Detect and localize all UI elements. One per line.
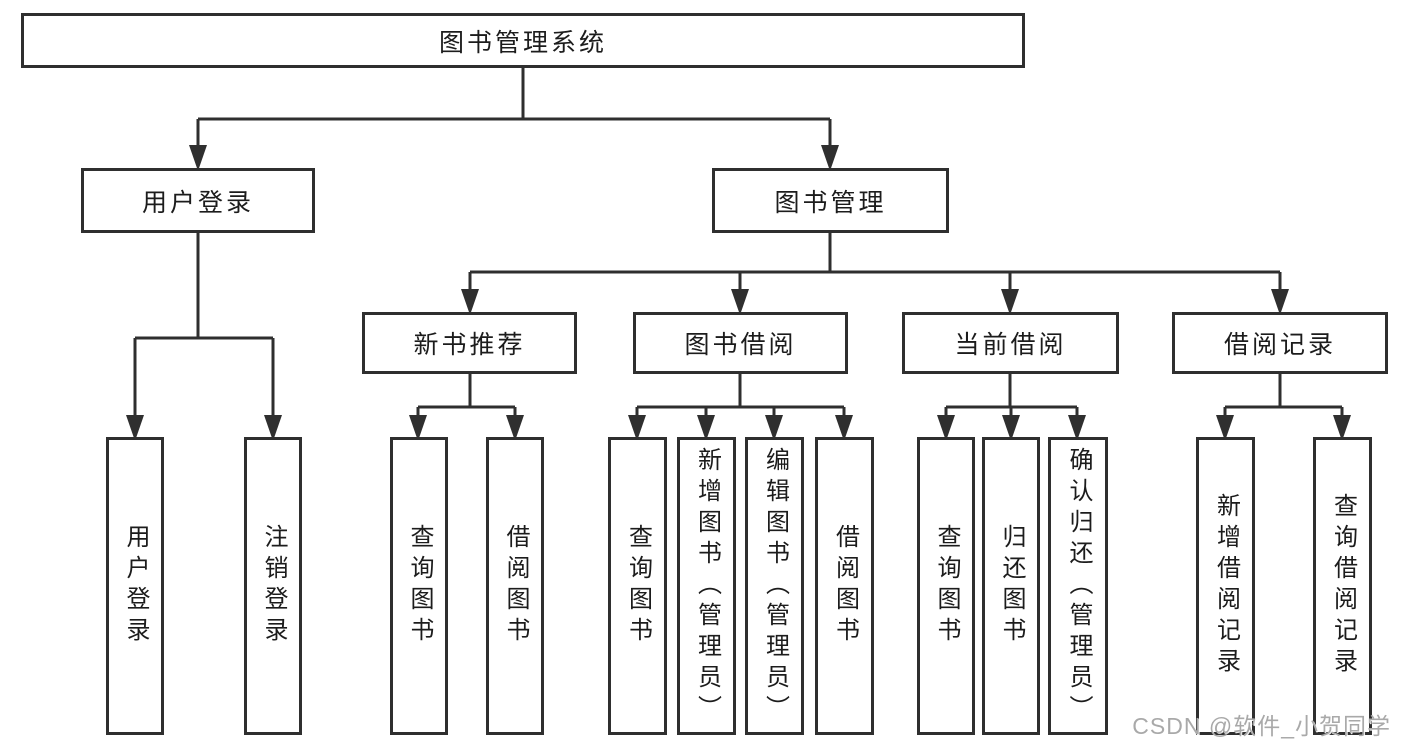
leaf-recommend-query-book-label: 查询图书 xyxy=(406,524,433,648)
tree-edges xyxy=(133,68,1344,418)
leaf-logout-login-label: 注销登录 xyxy=(260,524,287,648)
leaf-recommend-query-book: 查询图书 xyxy=(390,437,448,735)
node-current-borrow: 当前借阅 xyxy=(902,312,1119,374)
leaf-logout-login: 注销登录 xyxy=(244,437,302,735)
leaf-return-book-label: 归还图书 xyxy=(998,524,1025,648)
leaf-add-book-admin-label: 新增图书（管理员） xyxy=(693,446,721,726)
leaf-current-query-book-label: 查询图书 xyxy=(933,524,960,648)
leaf-add-borrow-record-label: 新增借阅记录 xyxy=(1212,493,1240,679)
leaf-borrow-book: 借阅图书 xyxy=(815,437,874,735)
node-book-borrow: 图书借阅 xyxy=(633,312,848,374)
leaf-recommend-borrow-book-label: 借阅图书 xyxy=(502,524,529,648)
leaf-query-borrow-record: 查询借阅记录 xyxy=(1313,437,1372,735)
leaf-query-borrow-record-label: 查询借阅记录 xyxy=(1329,493,1357,679)
leaf-return-book: 归还图书 xyxy=(982,437,1040,735)
node-new-book-recommend: 新书推荐 xyxy=(362,312,577,374)
leaf-add-borrow-record: 新增借阅记录 xyxy=(1196,437,1255,735)
leaf-confirm-return-admin-label: 确认归还（管理员） xyxy=(1065,446,1092,726)
node-root: 图书管理系统 xyxy=(21,13,1025,68)
leaf-edit-book-admin-label: 编辑图书（管理员） xyxy=(761,446,789,726)
leaf-edit-book-admin: 编辑图书（管理员） xyxy=(745,437,804,735)
leaf-borrow-book-label: 借阅图书 xyxy=(831,524,859,648)
leaf-borrow-query-book-label: 查询图书 xyxy=(624,524,652,648)
node-book-management: 图书管理 xyxy=(712,168,949,233)
leaf-recommend-borrow-book: 借阅图书 xyxy=(486,437,544,735)
node-borrow-records: 借阅记录 xyxy=(1172,312,1388,374)
node-user-login: 用户登录 xyxy=(81,168,315,233)
leaf-current-query-book: 查询图书 xyxy=(917,437,975,735)
arrowheads xyxy=(126,145,1351,441)
leaf-user-login: 用户登录 xyxy=(106,437,164,735)
leaf-user-login-label: 用户登录 xyxy=(122,524,149,648)
leaf-borrow-query-book: 查询图书 xyxy=(608,437,667,735)
leaf-confirm-return-admin: 确认归还（管理员） xyxy=(1048,437,1108,735)
leaf-add-book-admin: 新增图书（管理员） xyxy=(677,437,736,735)
